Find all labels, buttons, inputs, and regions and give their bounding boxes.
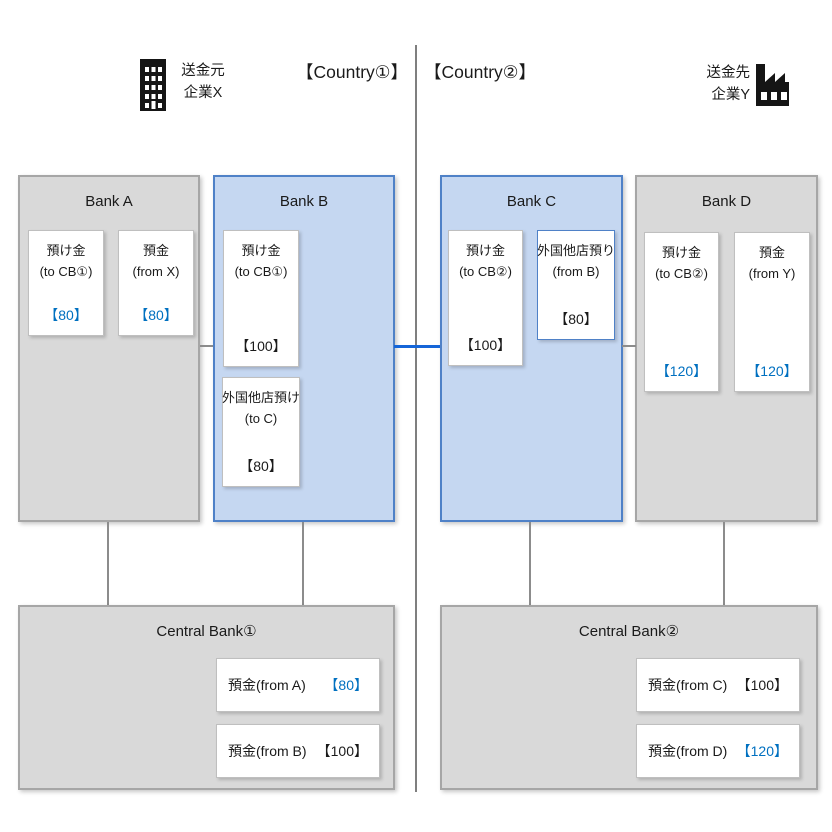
cb2-deposit-from-d-row: 預金(from D) 【120】 (636, 724, 800, 778)
bank-a-deposit-from-x-value: 【80】 (134, 307, 178, 323)
connector-bank-b-cb1 (302, 522, 304, 605)
bank-b-foreign-nostro-value: 【80】 (239, 458, 283, 474)
connector-bank-b-c-blue (394, 345, 440, 348)
bank-a-title: Bank A (85, 193, 133, 210)
bank-b-foreign-nostro-box: 外国他店預け (to C) 【80】 (222, 377, 300, 487)
connector-bank-a-b (200, 345, 213, 347)
bank-d-deposit-from-y-box: 預金 (from Y) 【120】 (734, 232, 810, 392)
bank-b-title: Bank B (279, 193, 329, 210)
cb2-deposit-from-c-value: 【100】 (736, 677, 788, 693)
bank-a-box: Bank A 預け金 (to CB①) 【80】 預金 (from X) 【80… (18, 175, 200, 522)
sender-label: 送金元 企業X (181, 63, 225, 101)
receiver-label: 送金先 企業Y (706, 65, 751, 103)
connector-bank-c-cb2 (529, 522, 531, 605)
central-bank-2-box: Central Bank② 預金(from C) 【100】 預金(from D… (440, 605, 818, 790)
cb2-deposit-from-c-row: 預金(from C) 【100】 (636, 658, 800, 712)
bank-c-box: Bank C 預け金 (to CB②) 【100】 外国他店預り (from B… (440, 175, 623, 522)
bank-c-deposit-to-cb2-value: 【100】 (459, 337, 512, 353)
factory-icon (753, 62, 791, 108)
country-divider-line (415, 45, 417, 792)
cb1-deposit-from-a-row: 預金(from A) 【80】 (216, 658, 380, 712)
bank-c-foreign-vostro-value: 【80】 (554, 311, 598, 327)
bank-d-deposit-from-y-value: 【120】 (746, 363, 798, 379)
connector-bank-c-d (622, 345, 636, 347)
central-bank-1-title: Central Bank① (156, 623, 257, 640)
bank-b-deposit-to-cb1-box: 預け金 (to CB①) 【100】 (223, 230, 299, 367)
bank-c-foreign-vostro-box: 外国他店預り (from B) 【80】 (537, 230, 615, 340)
country-2-label: 【Country②】 (424, 62, 536, 82)
connector-bank-d-cb2 (723, 522, 725, 605)
bank-c-title: Bank C (506, 193, 557, 210)
bank-a-deposit-to-cb1-value: 【80】 (44, 307, 88, 323)
central-bank-1-box: Central Bank① 預金(from A) 【80】 預金(from B)… (18, 605, 395, 790)
cb2-deposit-from-d-value: 【120】 (736, 743, 788, 759)
bank-b-deposit-to-cb1-value: 【100】 (235, 338, 287, 354)
cb1-deposit-from-a-value: 【80】 (324, 677, 368, 693)
bank-a-deposit-from-x-box: 預金 (from X) 【80】 (118, 230, 194, 336)
bank-d-deposit-to-cb2-value: 【120】 (655, 363, 708, 379)
bank-a-deposit-to-cb1-box: 預け金 (to CB①) 【80】 (28, 230, 104, 336)
cb1-deposit-from-b-value: 【100】 (316, 743, 368, 759)
office-building-icon (139, 58, 167, 112)
connector-bank-a-cb1 (107, 522, 109, 605)
bank-d-box: Bank D 預け金 (to CB②) 【120】 預金 (from Y) 【1… (635, 175, 818, 522)
bank-d-title: Bank D (701, 193, 752, 210)
bank-d-deposit-to-cb2-box: 預け金 (to CB②) 【120】 (644, 232, 719, 392)
cb1-deposit-from-b-row: 預金(from B) 【100】 (216, 724, 380, 778)
bank-c-deposit-to-cb2-box: 預け金 (to CB②) 【100】 (448, 230, 523, 366)
country-1-label: 【Country①】 (296, 62, 408, 82)
central-bank-2-title: Central Bank② (578, 623, 680, 640)
bank-b-box: Bank B 預け金 (to CB①) 【100】 外国他店預け (to C) … (213, 175, 395, 522)
